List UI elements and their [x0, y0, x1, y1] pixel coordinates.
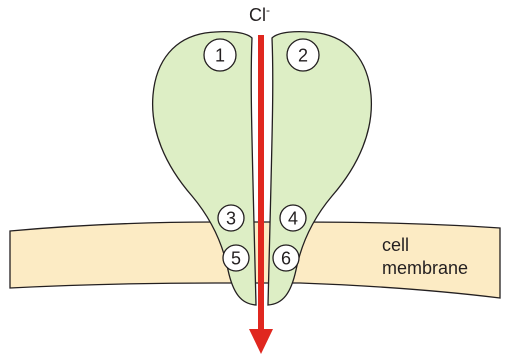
- membrane-label-line2: membrane: [382, 258, 468, 278]
- binding-site-4-label: 4: [288, 209, 298, 229]
- binding-site-5: 5: [223, 245, 249, 271]
- binding-site-2: 2: [287, 39, 319, 71]
- binding-site-2-label: 2: [298, 46, 308, 66]
- ion-charge: -: [266, 3, 270, 17]
- binding-site-3: 3: [218, 205, 244, 231]
- binding-site-6: 6: [273, 245, 299, 271]
- binding-site-3-label: 3: [226, 209, 236, 229]
- binding-site-1-label: 1: [215, 46, 225, 66]
- ion-symbol: Cl: [249, 5, 266, 25]
- binding-site-1: 1: [204, 39, 236, 71]
- ion-label: Cl-: [249, 3, 270, 25]
- membrane-label-line1: cell: [382, 235, 409, 255]
- binding-site-6-label: 6: [281, 249, 291, 269]
- binding-site-4: 4: [280, 205, 306, 231]
- binding-site-5-label: 5: [231, 249, 241, 269]
